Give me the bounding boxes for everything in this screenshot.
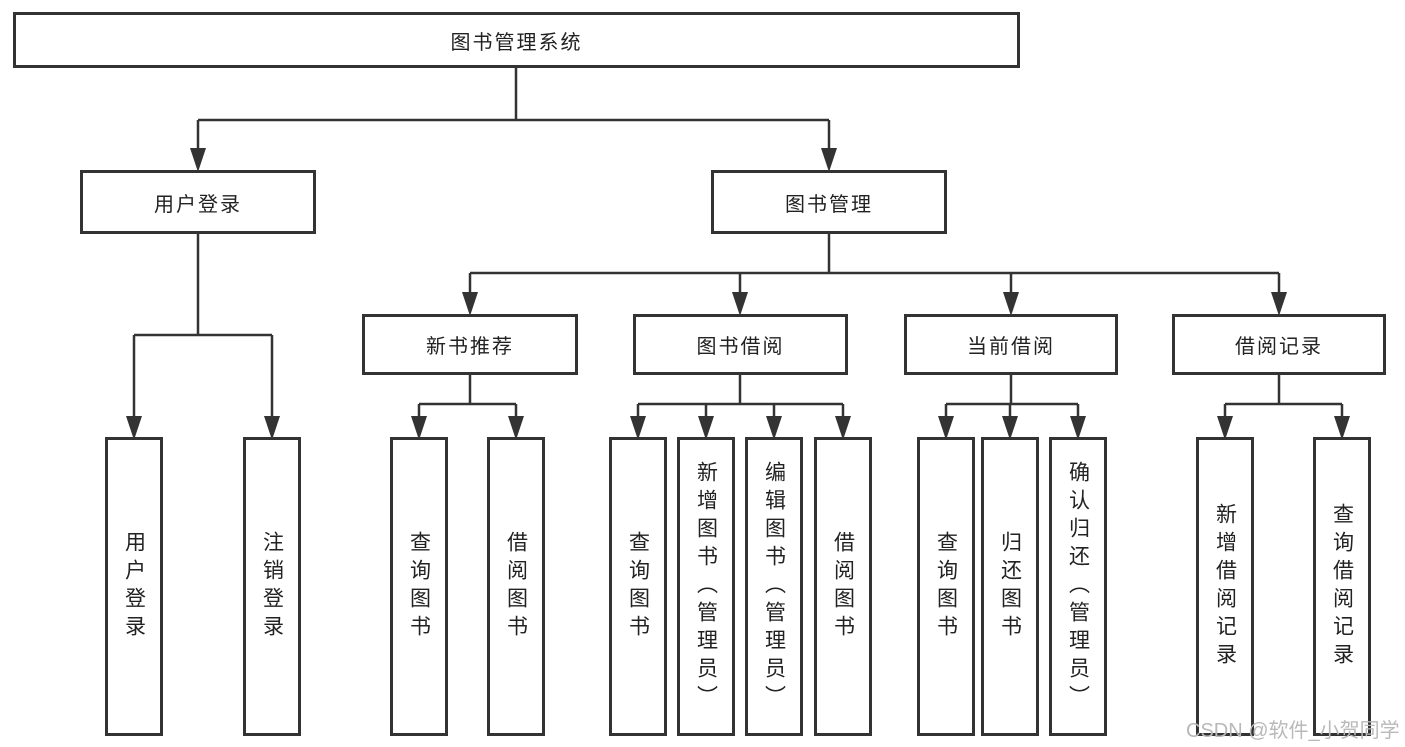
node-label: 查询图书 — [934, 530, 958, 643]
node-label: 用户登录 — [122, 530, 146, 643]
arrowhead-icon — [462, 292, 478, 316]
leaf-current-query-books: 查询图书 — [917, 437, 975, 736]
node-book-borrowing: 图书借阅 — [633, 314, 848, 375]
leaf-record-add-borrow-record: 新增借阅记录 — [1196, 437, 1254, 736]
node-label: 查询图书 — [626, 530, 650, 643]
node-label: 借阅图书 — [504, 530, 528, 643]
leaf-newbook-query-books: 查询图书 — [390, 437, 448, 736]
csdn-watermark: CSDN @软件_小贺同学 — [1186, 720, 1400, 742]
leaf-borrowing-borrow-books: 借阅图书 — [814, 437, 872, 736]
node-label: 当前借阅 — [967, 336, 1055, 358]
node-label: 借阅记录 — [1235, 336, 1323, 358]
arrowhead-icon — [732, 292, 748, 316]
node-label: 新书推荐 — [426, 336, 514, 358]
arrowhead-icon — [821, 148, 837, 172]
node-label: 编辑图书（管理员） — [762, 460, 786, 713]
leaf-user-login: 用户登录 — [105, 437, 163, 736]
node-label: 归还图书 — [998, 530, 1022, 643]
node-label: 查询借阅记录 — [1330, 502, 1354, 671]
leaf-logout: 注销登录 — [243, 437, 301, 736]
leaf-borrowing-query-books: 查询图书 — [609, 437, 667, 736]
leaf-borrowing-edit-books-admin: 编辑图书（管理员） — [745, 437, 803, 736]
node-label: 图书借阅 — [696, 336, 785, 358]
arrowhead-icon — [1271, 292, 1287, 316]
arrowhead-icon — [190, 148, 206, 172]
leaf-newbook-borrow-books: 借阅图书 — [487, 437, 545, 736]
node-book-management: 图书管理 — [711, 170, 947, 234]
node-current-borrowing: 当前借阅 — [904, 314, 1118, 375]
node-label: 图书管理 — [785, 193, 873, 216]
leaf-current-confirm-return-admin: 确认归还（管理员） — [1049, 437, 1107, 736]
node-library-management-system: 图书管理系统 — [13, 12, 1020, 68]
leaf-current-return-books: 归还图书 — [981, 437, 1039, 736]
leaf-borrowing-add-books-admin: 新增图书（管理员） — [677, 437, 735, 736]
node-label: 借阅图书 — [831, 530, 855, 643]
node-user-login: 用户登录 — [80, 170, 316, 234]
node-label: 用户登录 — [154, 193, 242, 216]
node-label: 注销登录 — [260, 530, 284, 643]
node-label: 查询图书 — [407, 530, 431, 643]
node-new-book-recommend: 新书推荐 — [362, 314, 578, 375]
node-label: 新增借阅记录 — [1213, 502, 1237, 671]
node-borrowing-records: 借阅记录 — [1172, 314, 1386, 375]
node-label: 新增图书（管理员） — [694, 460, 718, 713]
node-label: 确认归还（管理员） — [1066, 460, 1090, 713]
node-label: 图书管理系统 — [450, 31, 583, 54]
leaf-record-query-borrow-record: 查询借阅记录 — [1313, 437, 1371, 736]
arrowhead-icon — [1003, 292, 1019, 316]
